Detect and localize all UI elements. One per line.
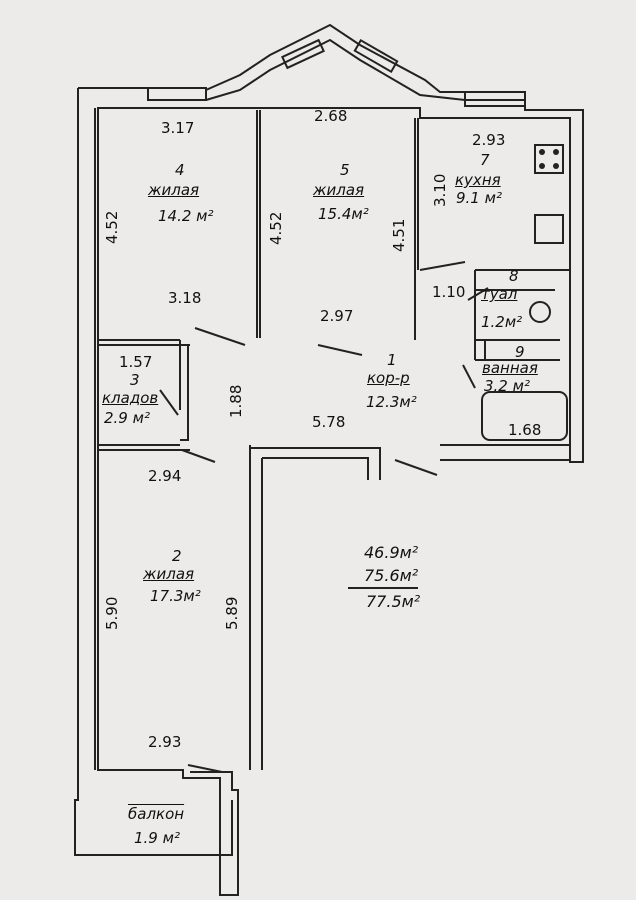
dim-5-89: 5.89 <box>223 596 241 630</box>
total-area: 75.6м² <box>364 566 419 585</box>
dim-4-51: 4.51 <box>390 218 408 252</box>
room-2-area: 17.3м² <box>150 587 201 605</box>
wall-corridor-top <box>98 339 190 346</box>
dim-2-68: 2.68 <box>314 107 348 125</box>
bathtub <box>481 391 568 441</box>
dim-2-97: 2.97 <box>320 307 354 325</box>
room-2-label: 2 <box>172 547 182 565</box>
room-5-area: 15.4м² <box>318 205 369 223</box>
stove <box>534 144 564 174</box>
total-living-area: 46.9м² <box>364 543 419 562</box>
room-9-name: ванная <box>482 359 538 377</box>
room-4-name: жилая <box>148 181 200 199</box>
window <box>281 38 325 70</box>
sink <box>529 301 551 323</box>
dim-3-10: 3.10 <box>431 173 449 207</box>
room-1-area: 12.3м² <box>366 393 417 411</box>
room-5-name: жилая <box>313 181 365 199</box>
wall-5-7 <box>414 118 419 340</box>
dim-4-52-left: 4.52 <box>103 210 121 244</box>
room-7-name: кухня <box>455 171 501 189</box>
room-7-area: 9.1 м² <box>456 189 502 207</box>
wall-4-5 <box>256 110 261 338</box>
door-swing <box>159 261 489 773</box>
balcony-area: 1.9 м² <box>134 829 180 847</box>
dim-2-94: 2.94 <box>148 467 182 485</box>
window <box>147 87 207 101</box>
dim-5-90: 5.90 <box>103 596 121 630</box>
wall-room2-right <box>249 445 263 770</box>
room-2-name: жилая <box>143 565 195 583</box>
room-8-label: 8 <box>509 267 519 285</box>
balcony <box>74 800 233 856</box>
window <box>353 38 399 74</box>
wall-room2-top <box>98 444 190 451</box>
wall-bath <box>440 269 570 461</box>
dim-3-17: 3.17 <box>161 119 195 137</box>
room-1-label: 1 <box>387 351 397 369</box>
dim-4-52-mid: 4.52 <box>267 211 285 245</box>
kitchen-sink <box>534 214 564 244</box>
room-9-label: 9 <box>515 343 525 361</box>
dim-1-10: 1.10 <box>432 283 466 301</box>
dim-1-57: 1.57 <box>119 353 153 371</box>
room-9-area: 3.2 м² <box>484 377 530 395</box>
room-5-label: 5 <box>340 161 350 179</box>
room-4-area: 14.2 м² <box>158 207 214 225</box>
room-8-name: туал <box>481 285 518 303</box>
room-3-label: 3 <box>130 371 140 389</box>
room-1-name: кор-р <box>367 369 410 387</box>
dim-2-93-top: 2.93 <box>472 131 506 149</box>
dim-1-88: 1.88 <box>227 384 245 418</box>
stove-burners <box>539 149 559 169</box>
dim-2-93-bottom: 2.93 <box>148 733 182 751</box>
room-3-area: 2.9 м² <box>104 409 150 427</box>
wall-bath-left <box>474 270 486 360</box>
room-8-area: 1.2м² <box>481 313 523 331</box>
balcony-name: балкон <box>128 805 185 823</box>
room-3-name: кладов <box>102 389 159 407</box>
bay-window <box>205 38 466 101</box>
window <box>464 91 526 107</box>
total-area-with-balcony: 77.5м² <box>366 592 421 611</box>
wall-closet <box>179 340 189 441</box>
room-7-label: 7 <box>480 151 490 169</box>
dim-3-18: 3.18 <box>168 289 202 307</box>
wall-hall <box>250 447 381 480</box>
dim-5-78: 5.78 <box>312 413 346 431</box>
room-4-label: 4 <box>175 161 185 179</box>
dim-1-68: 1.68 <box>508 421 542 439</box>
